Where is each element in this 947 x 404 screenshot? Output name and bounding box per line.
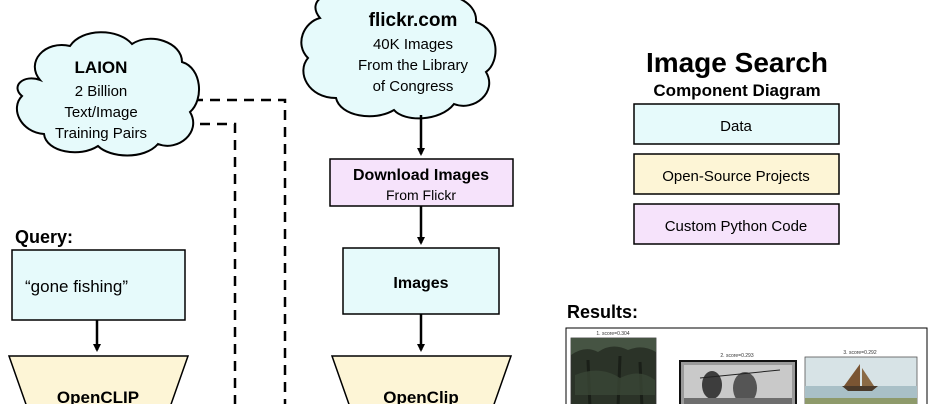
legend-open-source-label: Open-Source Projects: [662, 168, 810, 185]
flickr-cloud: flickr.com 40K Images From the Library o…: [300, 0, 497, 120]
openclip-left-shape: [7, 355, 190, 404]
result-2-caption: 2. score=0.293: [720, 353, 753, 359]
legend-custom-code-swatch: [633, 203, 840, 245]
legend-custom-code-label: Custom Python Code: [665, 218, 808, 235]
laion-line-1: 2 Billion: [75, 83, 128, 100]
result-1-caption: 1. score=0.304: [596, 331, 629, 337]
legend-data-label: Data: [720, 118, 752, 135]
laion-title: LAION: [75, 58, 128, 77]
query-rect: [11, 249, 186, 321]
sailboat-shore: [805, 398, 917, 404]
legend-title: Image Search: [646, 47, 828, 78]
result-thumbnail-1[interactable]: 1. score=0.304: [570, 331, 657, 404]
openclip-right-label: OpenClip: [383, 388, 459, 404]
flickr-line-2: From the Library: [358, 57, 469, 74]
laion-cloud: LAION 2 Billion Text/Image Training Pair…: [16, 31, 201, 157]
download-images-title: Download Images: [353, 167, 489, 184]
query-box[interactable]: “gone fishing”: [11, 249, 186, 321]
openclip-right-block: OpenClip: [330, 355, 513, 404]
results-panel: 1. score=0.304 2. score=0.293 3. score=0…: [565, 327, 928, 404]
legend-open-source-swatch: [633, 153, 840, 195]
result-thumbnail-3[interactable]: 3. score=0.292: [804, 350, 918, 404]
laion-dashed-connector-outer: [193, 98, 287, 404]
download-images-subtitle: From Flickr: [386, 187, 456, 203]
query-value: “gone fishing”: [25, 277, 128, 296]
query-label: Query:: [15, 227, 73, 247]
openclip-left-block: OpenCLIP: [7, 355, 190, 404]
images-label: Images: [393, 275, 448, 292]
openclip-left-label: OpenCLIP: [57, 388, 139, 404]
laion-line-3: Training Pairs: [55, 125, 147, 142]
sailboat-hull: [842, 386, 878, 391]
flickr-cloud-shape: [300, 0, 497, 120]
legend-data-swatch: [633, 103, 840, 145]
laion-dashed-connector-inner: [183, 122, 237, 404]
result-thumbnail-2[interactable]: 2. score=0.293: [679, 353, 797, 404]
legend: Image Search Component Diagram Data Open…: [633, 47, 840, 245]
fishing-figure-1: [702, 371, 722, 399]
legend-subtitle: Component Diagram: [653, 81, 820, 100]
images-box: Images: [342, 247, 500, 315]
result-3-caption: 3. score=0.292: [843, 350, 876, 356]
openclip-right-shape: [330, 355, 513, 404]
images-rect: [342, 247, 500, 315]
download-images-box: Download Images From Flickr: [329, 158, 514, 207]
flickr-line-1: 40K Images: [373, 36, 453, 53]
sailboat-sail-2: [862, 368, 874, 386]
forest-canopy: [571, 338, 656, 355]
laion-line-2: Text/Image: [64, 104, 137, 121]
sailboat-sail: [844, 364, 860, 386]
flickr-title: flickr.com: [369, 10, 458, 31]
fishing-figure-2: [733, 372, 757, 404]
fishing-ground: [684, 398, 792, 404]
laion-cloud-shape: [16, 31, 201, 157]
flickr-line-3: of Congress: [373, 78, 454, 95]
results-label: Results:: [567, 302, 638, 322]
forest-foliage: [575, 370, 655, 395]
fishing-rod: [699, 369, 781, 379]
